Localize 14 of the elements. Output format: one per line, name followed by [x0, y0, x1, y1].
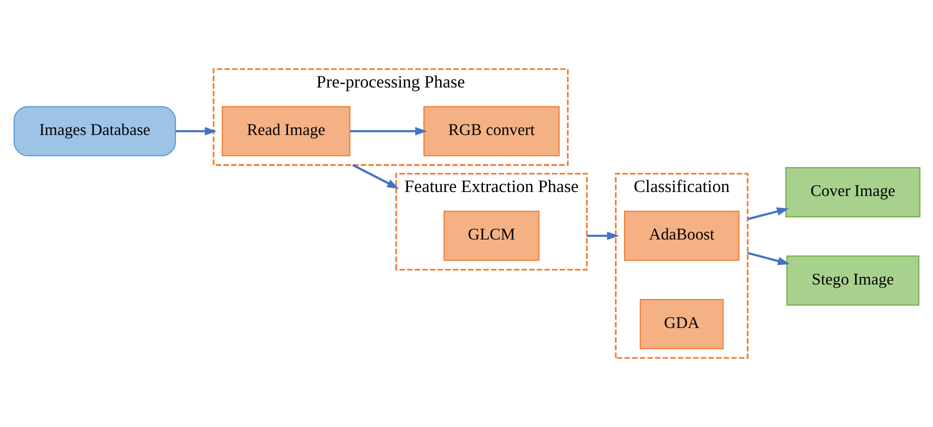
arrow: [746, 252, 790, 266]
arrow: [746, 207, 788, 220]
arrow: [175, 127, 216, 136]
node-box: RGB convert: [422, 106, 560, 156]
node-box: Images Database: [13, 106, 176, 156]
arrow: [350, 127, 427, 136]
node-box: Read Image: [221, 106, 350, 156]
node-box: Cover Image: [784, 167, 920, 218]
node-box: GLCM: [443, 210, 539, 261]
node-box: Stego Image: [786, 255, 919, 306]
node-box: GDA: [639, 299, 724, 350]
node-box: AdaBoost: [623, 210, 739, 261]
arrow: [352, 164, 399, 189]
arrow: [586, 232, 619, 240]
